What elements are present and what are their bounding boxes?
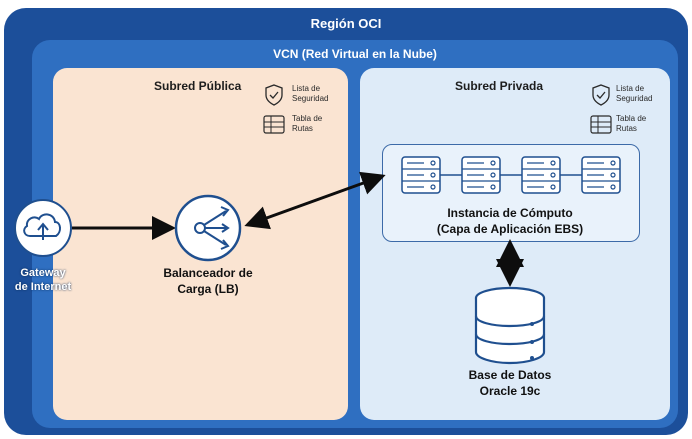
server-icon — [461, 156, 501, 194]
server-icon — [401, 156, 441, 194]
route-table-icon — [263, 115, 285, 134]
server-icon — [521, 156, 561, 194]
public-subnet-title: Subred Pública — [154, 79, 242, 93]
region-title: Región OCI — [310, 16, 382, 31]
private-subnet-title: Subred Privada — [455, 79, 544, 93]
lb-compute-arrow — [244, 171, 386, 230]
server-row — [401, 156, 621, 194]
server-icon — [581, 156, 621, 194]
vcn-title: VCN (Red Virtual en la Nube) — [273, 47, 437, 61]
shield-icon — [592, 84, 610, 106]
cloud-upload-icon — [14, 199, 72, 257]
compute-label: Instancia de Cómputo(Capa de Aplicación … — [436, 206, 584, 236]
route-table-icon — [590, 115, 612, 134]
shield-icon — [265, 84, 283, 106]
database-icon — [474, 286, 546, 365]
load-balancer-icon — [174, 194, 242, 262]
